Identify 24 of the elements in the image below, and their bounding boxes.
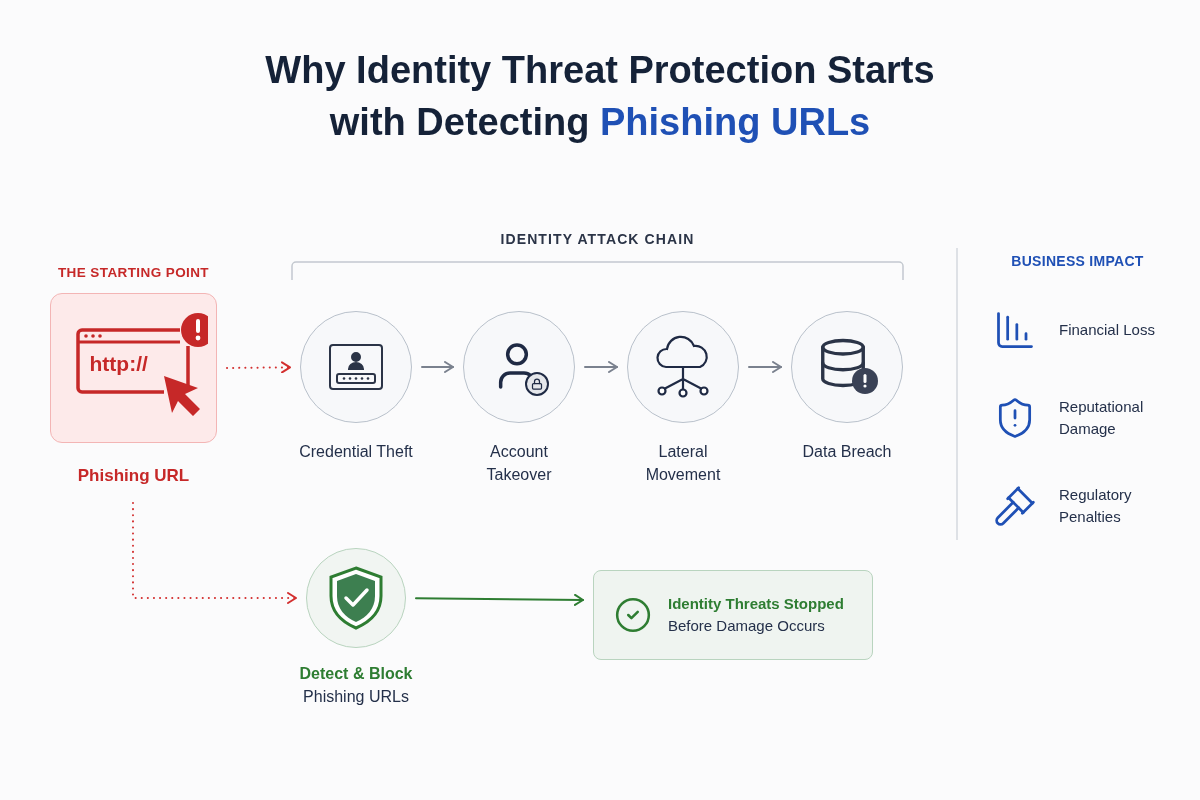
section-heading: IDENTITY ATTACK CHAIN <box>499 230 696 249</box>
result-text: Identity Threats Stopped <box>668 594 844 614</box>
arrow <box>584 361 618 373</box>
section-heading: THE STARTING POINT <box>56 264 210 282</box>
arrow <box>421 361 454 373</box>
impact-text: Reputational Damage <box>1059 397 1145 439</box>
step-label: Phishing URLs <box>303 687 409 707</box>
step-label: Account Takeover <box>485 442 553 485</box>
result-text: Before Damage Occurs <box>668 616 826 636</box>
impact-text: Regulatory Penalties <box>1059 485 1133 527</box>
impact-text: Financial Loss <box>1059 320 1156 340</box>
step-label: Detect & Block <box>299 664 413 684</box>
node-caption: Phishing URL <box>77 465 190 487</box>
arrow <box>415 593 584 606</box>
dotted-arrow <box>132 502 297 604</box>
step-label: Credential Theft <box>299 442 413 462</box>
dotted-arrow <box>226 361 291 374</box>
step-label: Data Breach <box>802 442 892 462</box>
arrow <box>748 361 782 373</box>
url-text: http:// <box>89 353 148 374</box>
step-label: Lateral Movement <box>644 442 722 485</box>
title: Why Identity Threat Protection Starts with Detecting Phishing URLs <box>264 48 936 145</box>
section-heading: BUSINESS IMPACT <box>1010 252 1145 271</box>
result-card <box>593 570 873 660</box>
